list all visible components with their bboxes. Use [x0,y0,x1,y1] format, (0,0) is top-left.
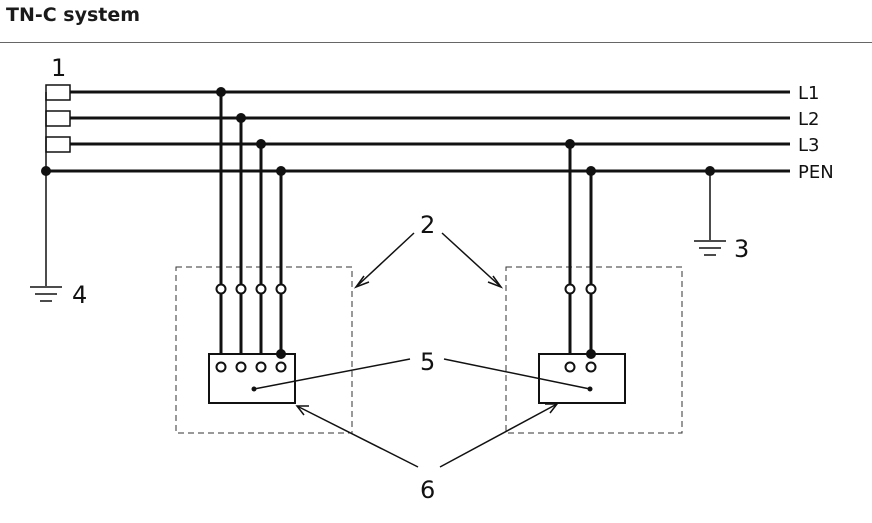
callout-1: 1 [51,54,66,82]
title-divider [0,42,872,43]
terminal [585,361,597,373]
callout-5: 5 [420,348,435,376]
label-l2: L2 [798,109,819,130]
terminal [235,361,247,373]
junction-node [565,139,575,149]
label-l1: L1 [798,83,819,104]
callout-3: 3 [734,235,749,263]
junction-node [276,349,286,359]
junction-node [586,349,596,359]
label-pen: PEN [798,162,834,183]
terminal [275,361,287,373]
junction-node [705,166,715,176]
enclosure-right [505,266,683,434]
leader-lines [253,232,591,468]
device-right [538,353,626,404]
label-l3: L3 [798,135,819,156]
terminal [255,283,267,295]
terminal [585,283,597,295]
terminal [564,283,576,295]
page-title: TN-C system [6,4,141,26]
pen-earth [694,171,726,256]
callout-6: 6 [420,476,435,504]
junction-node [256,139,266,149]
terminal [235,283,247,295]
junction-node [216,87,226,97]
source-earth [30,171,62,302]
terminal [275,283,287,295]
junction-node [41,166,51,176]
callout-4: 4 [72,281,87,309]
source-windings [45,84,71,171]
terminal [215,361,227,373]
terminal [255,361,267,373]
junction-node [276,166,286,176]
junction-node [586,166,596,176]
terminal [215,283,227,295]
junction-node [236,113,246,123]
callout-2: 2 [420,211,435,239]
device-left [208,353,296,404]
enclosure-left [175,266,353,434]
terminal [564,361,576,373]
